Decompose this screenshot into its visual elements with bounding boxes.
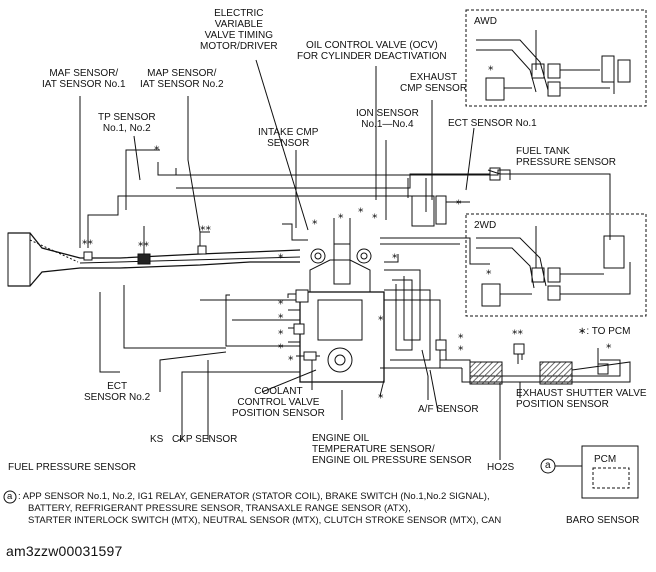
label-baro-sensor: BARO SENSOR — [566, 515, 640, 526]
label-coolant-control-valve: COOLANT CONTROL VALVE POSITION SENSOR — [232, 386, 325, 419]
pcm-asterisk: ⁎⁎ — [200, 221, 211, 233]
pcm-asterisk: ⁎ — [358, 203, 364, 215]
note-line-2: BATTERY, REFRIGERANT PRESSURE SENSOR, TR… — [28, 503, 411, 514]
pcm-asterisk: ⁎ — [486, 265, 492, 277]
awd-box — [465, 9, 647, 107]
label-awd: AWD — [474, 16, 497, 27]
label-ect-sensor-2: ECT SENSOR No.2 — [84, 381, 151, 403]
pcm-asterisk: ⁎ — [278, 339, 284, 351]
label-tp-sensor: TP SENSOR No.1, No.2 — [98, 112, 156, 134]
pcm-asterisk: ⁎⁎ — [82, 235, 93, 247]
pcm-asterisk: ⁎ — [338, 209, 344, 221]
pcm-asterisk: ⁎ — [278, 325, 284, 337]
pcm-asterisk: ⁎ — [488, 61, 494, 73]
pcm-asterisk: ⁎ — [456, 195, 462, 207]
label-ckp-sensor: CKP SENSOR — [172, 434, 238, 445]
engine-block — [299, 291, 385, 383]
pcm-box — [581, 445, 639, 499]
label-map-sensor: MAP SENSOR/ IAT SENSOR No.2 — [140, 68, 224, 90]
catalyst-2 — [539, 361, 573, 385]
pcm-asterisk: ⁎ — [372, 209, 378, 221]
pcm-asterisk: ⁎ — [458, 329, 464, 341]
pcm-asterisk: ⁎ — [378, 389, 384, 401]
label-intake-cmp: INTAKE CMP SENSOR — [258, 127, 319, 149]
pcm-marker-letter: a — [545, 460, 551, 471]
pcm-asterisk: ⁎ — [278, 295, 284, 307]
pcm-asterisk: ⁎ — [288, 351, 294, 363]
label-fuel-pressure-sensor: FUEL PRESSURE SENSOR — [8, 462, 136, 473]
label-engine-oil-sensor: ENGINE OIL TEMPERATURE SENSOR/ ENGINE OI… — [312, 433, 472, 466]
label-ect-sensor-1: ECT SENSOR No.1 — [448, 118, 537, 129]
figure-code: am3zzw00031597 — [6, 543, 123, 559]
catalyst-1 — [469, 361, 503, 385]
label-pcm: PCM — [594, 454, 617, 465]
label-maf-sensor: MAF SENSOR/ IAT SENSOR No.1 — [42, 68, 126, 90]
pcm-asterisk: ⁎ — [606, 339, 612, 351]
twowd-box — [465, 213, 647, 317]
pcm-asterisk: ⁎ — [278, 249, 284, 261]
label-ocv: OIL CONTROL VALVE (OCV) FOR CYLINDER DEA… — [297, 40, 447, 62]
label-2wd: 2WD — [474, 220, 497, 231]
label-ion-sensor: ION SENSOR No.1—No.4 — [356, 108, 419, 130]
pcm-asterisk: ⁎ — [312, 215, 318, 227]
pcm-asterisk: ⁎⁎ — [138, 237, 149, 249]
label-evvt-motor: ELECTRIC VARIABLE VALVE TIMING MOTOR/DRI… — [200, 8, 278, 52]
pcm-asterisk: ⁎ — [154, 141, 160, 153]
label-ks: KS — [150, 434, 164, 445]
label-af-sensor: A/F SENSOR — [418, 404, 479, 415]
note-marker-letter: a — [7, 491, 13, 502]
note-line-3: STARTER INTERLOCK SWITCH (MTX), NEUTRAL … — [28, 515, 502, 526]
pcm-asterisk: ⁎ — [278, 309, 284, 321]
note-line-1: : APP SENSOR No.1, No.2, IG1 RELAY, GENE… — [18, 491, 490, 502]
label-fuel-tank-pressure: FUEL TANK PRESSURE SENSOR — [516, 146, 617, 168]
pcm-asterisk: ⁎ — [378, 311, 384, 323]
label-exhaust-shutter-valve: EXHAUST SHUTTER VALVE POSITION SENSOR — [516, 388, 647, 410]
pcm-asterisk: ⁎ — [458, 341, 464, 353]
note-marker-circle — [3, 490, 17, 504]
pcm-asterisk: ⁎ — [392, 249, 398, 261]
label-ho2s: HO2S — [487, 462, 515, 473]
legend-to-pcm: ∗: TO PCM — [578, 326, 631, 337]
pcm-asterisk: ⁎⁎ — [512, 325, 523, 337]
baro-sensor-box — [592, 467, 630, 489]
label-exhaust-cmp: EXHAUST CMP SENSOR — [400, 72, 468, 94]
